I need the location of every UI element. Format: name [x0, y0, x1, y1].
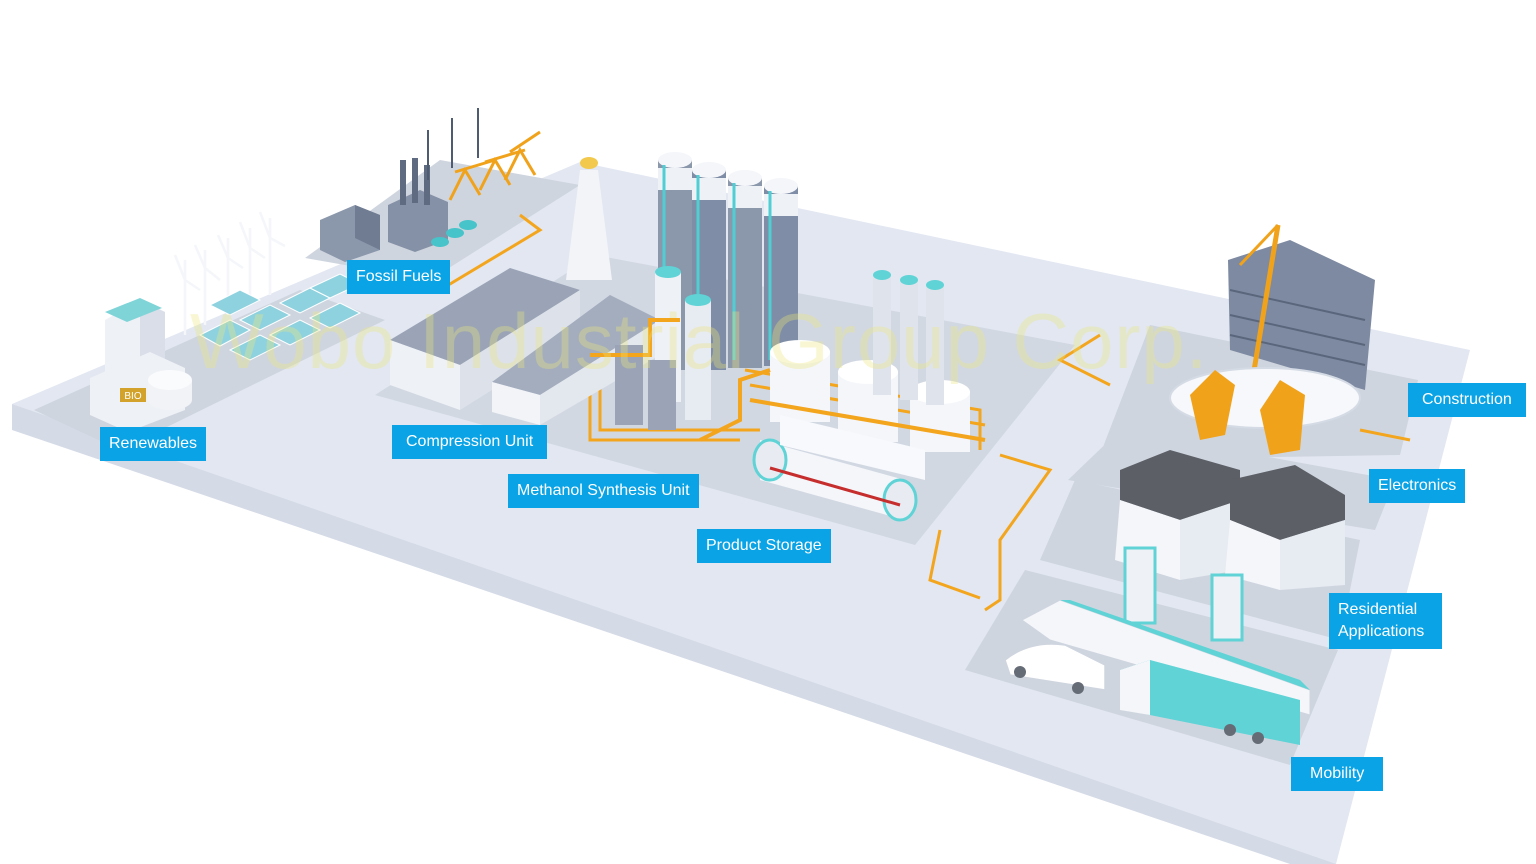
transmission-towers [427, 108, 479, 180]
compression-unit-buildings [390, 268, 660, 425]
reactor-columns [615, 266, 711, 430]
ground-edge [12, 404, 1336, 864]
label-fossil-fuels: Fossil Fuels [347, 260, 451, 294]
process-pipes [590, 318, 986, 442]
horizontal-storage-tank [752, 415, 925, 522]
renewables-facility: BIO [90, 298, 192, 432]
label-residential-line1: Residential [1338, 601, 1418, 618]
label-methanol-synthesis-unit: Methanol Synthesis Unit [508, 474, 699, 508]
label-residential-applications: Residential Applications [1329, 593, 1442, 649]
pumpjacks [448, 130, 541, 201]
construction-site [1169, 223, 1375, 455]
wind-turbines [173, 211, 286, 335]
bio-sign [120, 388, 146, 402]
mobility-vehicles [1004, 599, 1311, 745]
residential-houses [1115, 450, 1345, 642]
label-product-storage: Product Storage [697, 529, 831, 563]
bio-sign-text: BIO [124, 391, 141, 402]
label-electronics: Electronics [1369, 469, 1466, 503]
solar-panels [198, 273, 362, 361]
label-construction: Construction [1408, 383, 1526, 417]
fossil-fuels-facility [320, 158, 477, 262]
chimney [566, 157, 612, 280]
label-renewables: Renewables [100, 427, 207, 461]
label-mobility: Mobility [1291, 757, 1384, 791]
label-residential-line2: Applications [1338, 623, 1425, 640]
label-compression-unit: Compression Unit [392, 425, 548, 459]
